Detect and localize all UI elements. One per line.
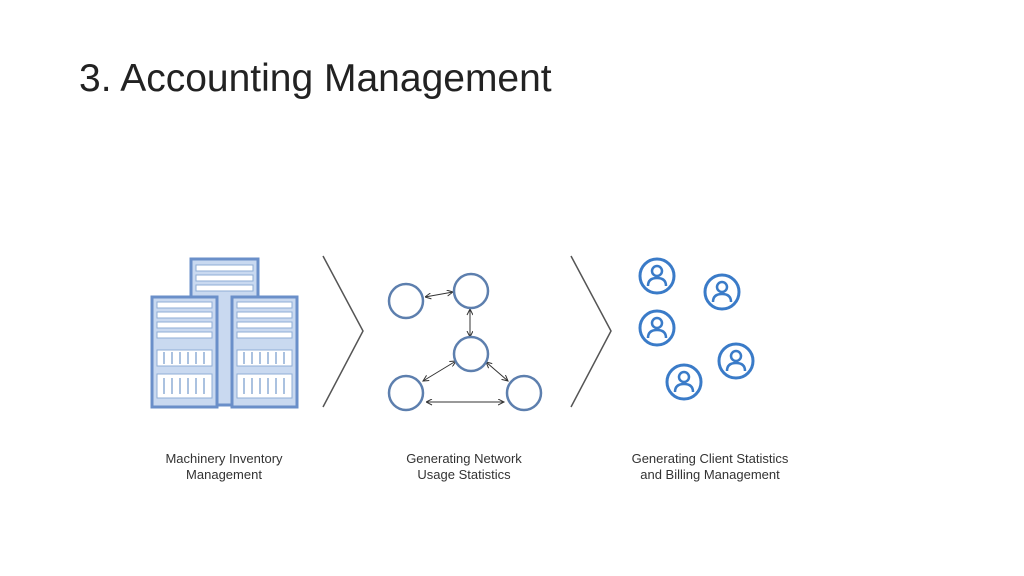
user-avatar-icon xyxy=(638,257,676,295)
server-rack-icon xyxy=(150,257,299,409)
network-edge xyxy=(425,292,453,297)
network-node xyxy=(505,374,543,412)
slide-title: 3. Accounting Management xyxy=(79,57,552,100)
user-avatar-icon xyxy=(638,309,676,347)
user-avatar-icon xyxy=(717,342,755,380)
user-group-icon xyxy=(638,257,755,401)
user-avatar-icon xyxy=(703,273,741,311)
caption-line: and Billing Management xyxy=(640,467,780,482)
network-edge xyxy=(423,361,456,381)
caption-line: Usage Statistics xyxy=(417,467,511,482)
caption-line: Generating Network xyxy=(406,451,522,466)
server-rack-right xyxy=(230,295,299,409)
caption-line: Machinery Inventory xyxy=(165,451,283,466)
caption-client-statistics: Generating Client Statistics and Billing… xyxy=(594,451,826,483)
network-node xyxy=(452,272,490,310)
chevron-right-icon xyxy=(322,255,364,408)
caption-line: Generating Client Statistics xyxy=(631,451,789,466)
network-node xyxy=(387,282,425,320)
network-graph-icon xyxy=(387,272,543,412)
caption-line: Management xyxy=(186,467,262,482)
network-node xyxy=(387,374,425,412)
network-node xyxy=(452,335,490,373)
chevron-right-icon xyxy=(570,255,612,408)
user-avatar-icon xyxy=(665,363,703,401)
caption-machinery-inventory: Machinery Inventory Management xyxy=(134,451,314,483)
network-edge xyxy=(486,362,508,381)
server-rack-left xyxy=(150,295,219,409)
caption-network-usage: Generating Network Usage Statistics xyxy=(374,451,554,483)
